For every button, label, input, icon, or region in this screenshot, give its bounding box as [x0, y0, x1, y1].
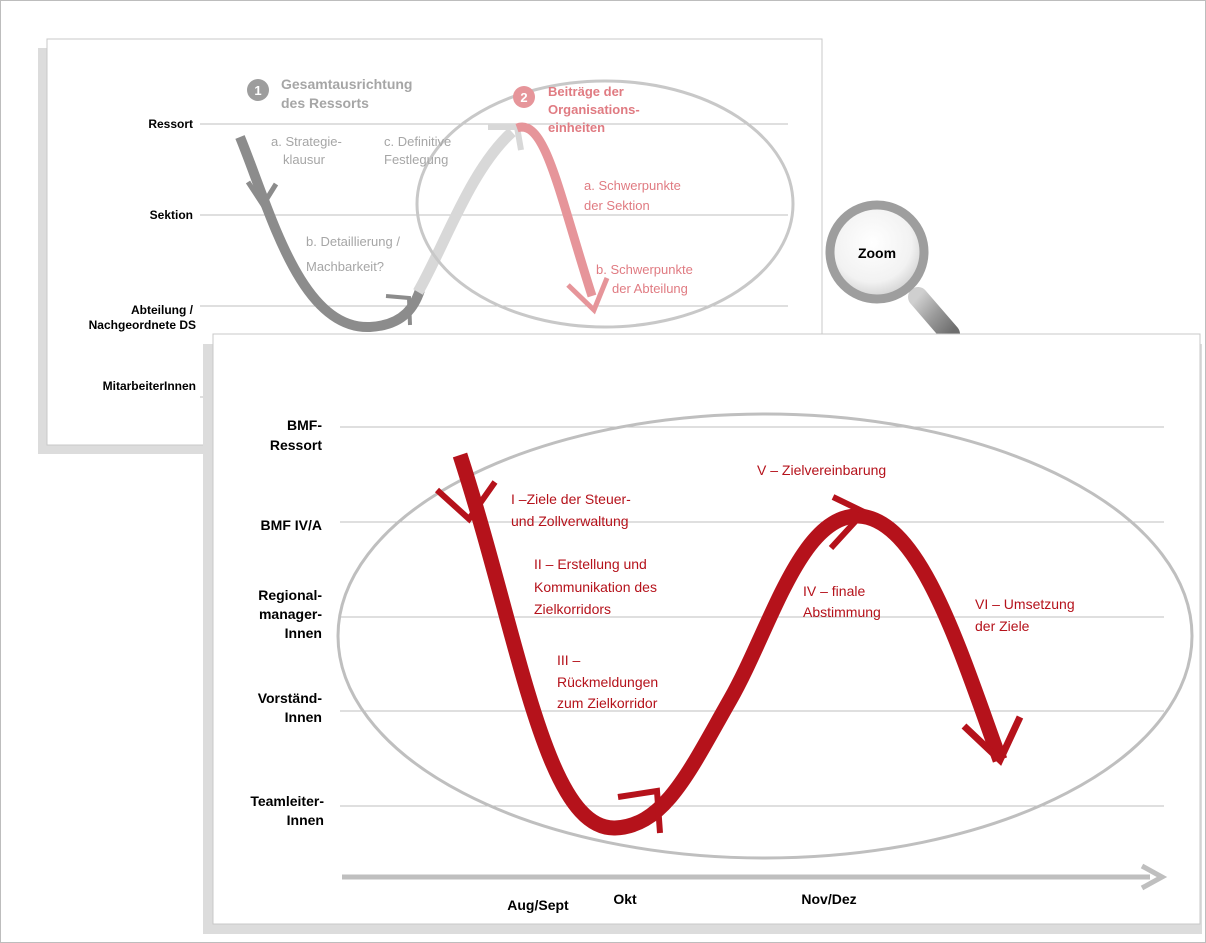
label-detail-1: b. Detaillierung / — [306, 234, 400, 249]
timeline-label-nov-dez: Nov/Dez — [801, 891, 856, 907]
step-3-line1: III – — [557, 652, 581, 668]
step1-title-line2: des Ressorts — [281, 95, 369, 111]
step-2-line2: Kommunikation des — [534, 579, 657, 595]
level-team-1: Teamleiter- — [250, 793, 324, 809]
magnifier-lens — [825, 200, 929, 304]
timeline-label-aug-sept: Aug/Sept — [507, 897, 569, 913]
step2-badge — [513, 86, 535, 108]
step1-badge-number: 1 — [254, 83, 261, 98]
level-label-sektion: Sektion — [150, 208, 193, 222]
level-bmf-iva: BMF IV/A — [261, 517, 322, 533]
step2-badge-number: 2 — [520, 90, 527, 105]
step-3-line3: zum Zielkorridor — [557, 695, 658, 711]
level-bmf-ressort-1: BMF- — [287, 417, 322, 433]
magnifier-icon: Zoom — [825, 200, 960, 344]
level-regional-1: Regional- — [258, 587, 322, 603]
process-ellipse — [336, 412, 1194, 860]
step2-title-line3: einheiten — [548, 120, 605, 135]
level-regional-2: manager- — [259, 606, 322, 622]
level-regional-3: Innen — [285, 625, 322, 641]
step-1-line1: I –Ziele der Steuer- — [511, 491, 631, 507]
level-label-nachgeordnete: Nachgeordnete DS — [89, 318, 196, 332]
front-panel-card — [212, 333, 1201, 925]
pink-curve-arrow — [566, 277, 610, 315]
label-focus-department-2: der Abteilung — [612, 281, 688, 296]
timeline-label-okt: Okt — [613, 891, 637, 907]
step1-badge — [247, 79, 269, 101]
step-3-line2: Rückmeldungen — [557, 674, 658, 690]
grey-curve-tick-2 — [385, 294, 412, 326]
label-focus-section-1: a. Schwerpunkte — [584, 178, 681, 193]
step-6-line2: der Ziele — [975, 618, 1030, 634]
step-1-line2: und Zollverwaltung — [511, 513, 629, 529]
label-strategy-2: klausur — [283, 152, 326, 167]
step2-title-line1: Beiträge der — [548, 84, 624, 99]
process-chevron-1 — [434, 480, 498, 524]
step-6-line1: VI – Umsetzung — [975, 596, 1075, 612]
magnifier-handle — [908, 287, 960, 344]
label-focus-department-1: b. Schwerpunkte — [596, 262, 693, 277]
step-4-line2: Abstimmung — [803, 604, 881, 620]
step1-title-line1: Gesamtausrichtung — [281, 76, 412, 92]
timeline-arrowhead — [1140, 863, 1168, 891]
process-chevron-2 — [617, 787, 663, 834]
level-team-2: Innen — [287, 812, 324, 828]
process-arrowhead — [961, 715, 1024, 766]
process-chevron-3 — [828, 494, 869, 551]
level-label-mitarbeiter: MitarbeiterInnen — [103, 379, 196, 393]
zoom-label: Zoom — [858, 245, 896, 261]
level-bmf-ressort-2: Ressort — [270, 437, 322, 453]
front-panel: BMF- Ressort BMF IV/A Regional- manager-… — [203, 333, 1202, 934]
label-focus-section-2: der Sektion — [584, 198, 650, 213]
process-curve — [452, 452, 1008, 836]
level-vorstand-1: Vorständ- — [258, 690, 323, 706]
pink-curve — [515, 122, 597, 298]
label-detail-2: Machbarkeit? — [306, 259, 384, 274]
level-label-abteilung: Abteilung / — [131, 303, 194, 317]
label-definitive-2: Festlegung — [384, 152, 448, 167]
light-grey-curve — [413, 127, 516, 295]
step-4-line1: IV – finale — [803, 583, 865, 599]
level-vorstand-2: Innen — [285, 709, 322, 725]
step-2-line1: II – Erstellung und — [534, 556, 647, 572]
grey-curve-tick — [245, 180, 279, 210]
step2-title-line2: Organisations- — [548, 102, 640, 117]
label-strategy-1: a. Strategie- — [271, 134, 342, 149]
level-label-ressort: Ressort — [148, 117, 193, 131]
label-definitive-1: c. Definitive — [384, 134, 451, 149]
step-5: V – Zielvereinbarung — [757, 462, 886, 478]
step-2-line3: Zielkorridors — [534, 601, 611, 617]
step2-ellipse — [415, 79, 795, 329]
